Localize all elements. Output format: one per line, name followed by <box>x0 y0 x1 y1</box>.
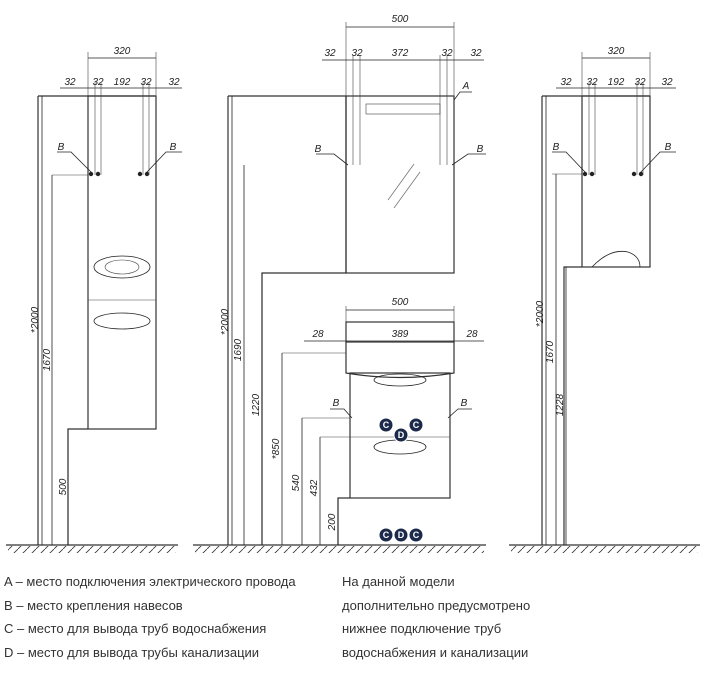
floor-left <box>6 544 178 553</box>
right-view <box>541 52 676 545</box>
mid-upper-dim-32a: 32 <box>324 48 336 59</box>
note-line-4: водоснабжения и канализации <box>342 644 529 660</box>
left-dim-32a: 32 <box>64 77 76 88</box>
left-dim-500: 500 <box>58 478 69 495</box>
mid-upper-dim-372: 372 <box>392 48 409 59</box>
fixture-d-mid: D <box>393 427 409 443</box>
svg-text:D: D <box>398 430 405 440</box>
fixture-c-floor-left: C <box>378 527 394 543</box>
mid-dim-1220: 1220 <box>251 393 262 416</box>
fixture-c-floor-right: C <box>408 527 424 543</box>
mid-upper-marker-b1: B <box>315 144 322 155</box>
mid-lower-dim-389: 389 <box>392 329 409 340</box>
mid-dim-1690: 1690 <box>233 338 244 361</box>
mid-dim-432: 432 <box>309 479 320 496</box>
legend-item-d: D – место для вывода трубы канализации <box>4 644 260 660</box>
floor-right <box>509 544 700 553</box>
left-dim-32d: 32 <box>168 77 180 88</box>
fixture-d-floor: D <box>393 527 409 543</box>
svg-text:C: C <box>383 420 390 430</box>
right-dim-32c: 32 <box>634 77 646 88</box>
mid-lower-dim-28a: 28 <box>311 329 324 340</box>
mid-upper-dim-32b: 32 <box>351 48 363 59</box>
mid-lower-dim-28b: 28 <box>465 329 478 340</box>
mid-upper-dim-32c: 32 <box>441 48 453 59</box>
left-dim-2000: *2000 <box>30 306 41 333</box>
legend-left: A – место подключения электрического про… <box>4 570 296 664</box>
floor-middle <box>193 544 486 553</box>
svg-text:D: D <box>398 530 405 540</box>
mid-upper-dim-32d: 32 <box>470 48 482 59</box>
left-marker-b1: B <box>58 142 65 153</box>
legend-item-c: C – место для вывода труб водоснабжения <box>4 621 267 636</box>
note-line-2: дополнительно предусмотрено <box>342 597 531 613</box>
right-marker-b2: B <box>665 142 672 153</box>
mid-dim-540: 540 <box>291 474 302 491</box>
left-dim-192: 192 <box>114 77 131 88</box>
left-marker-b2: B <box>170 142 177 153</box>
left-dim-width: 320 <box>114 46 131 57</box>
svg-text:C: C <box>413 530 420 540</box>
svg-text:C: C <box>413 420 420 430</box>
svg-text:C: C <box>383 530 390 540</box>
mid-lower-marker-b2: B <box>461 398 468 409</box>
mid-lower-dim-width: 500 <box>392 297 409 308</box>
note-line-1: На данной модели <box>342 574 455 589</box>
right-dim-2000: *2000 <box>535 300 546 327</box>
middle-view <box>227 22 486 545</box>
right-dim-1670: 1670 <box>545 340 556 363</box>
left-dim-1670: 1670 <box>42 348 53 371</box>
mid-upper-marker-b2: B <box>477 144 484 155</box>
mid-upper-dim-width: 500 <box>392 14 409 25</box>
left-dim-32c: 32 <box>140 77 152 88</box>
right-dim-32d: 32 <box>661 77 673 88</box>
right-dim-1228: 1228 <box>555 393 566 416</box>
fixture-c-mid-right: C <box>408 417 424 433</box>
right-marker-b1: B <box>553 142 560 153</box>
mid-marker-a: A <box>462 81 470 92</box>
right-dim-32a: 32 <box>560 77 572 88</box>
legend-item-b: B – место крепления навесов <box>4 597 183 613</box>
mid-dim-2000: *2000 <box>220 308 231 335</box>
mid-dim-200: 200 <box>327 513 338 531</box>
mid-dim-850: *850 <box>271 438 282 459</box>
legend-note: На данной модели дополнительно предусмот… <box>342 570 530 664</box>
note-line-3: нижнее подключение труб <box>342 621 502 636</box>
left-view <box>37 52 182 545</box>
right-dim-width: 320 <box>608 46 625 57</box>
left-dim-32b: 32 <box>92 77 104 88</box>
mid-lower-marker-b1: B <box>333 398 340 409</box>
right-dim-32b: 32 <box>586 77 598 88</box>
legend-item-a: A – место подключения электрического про… <box>4 574 296 589</box>
right-dim-192: 192 <box>608 77 625 88</box>
fixture-c-mid-left: C <box>378 417 394 433</box>
